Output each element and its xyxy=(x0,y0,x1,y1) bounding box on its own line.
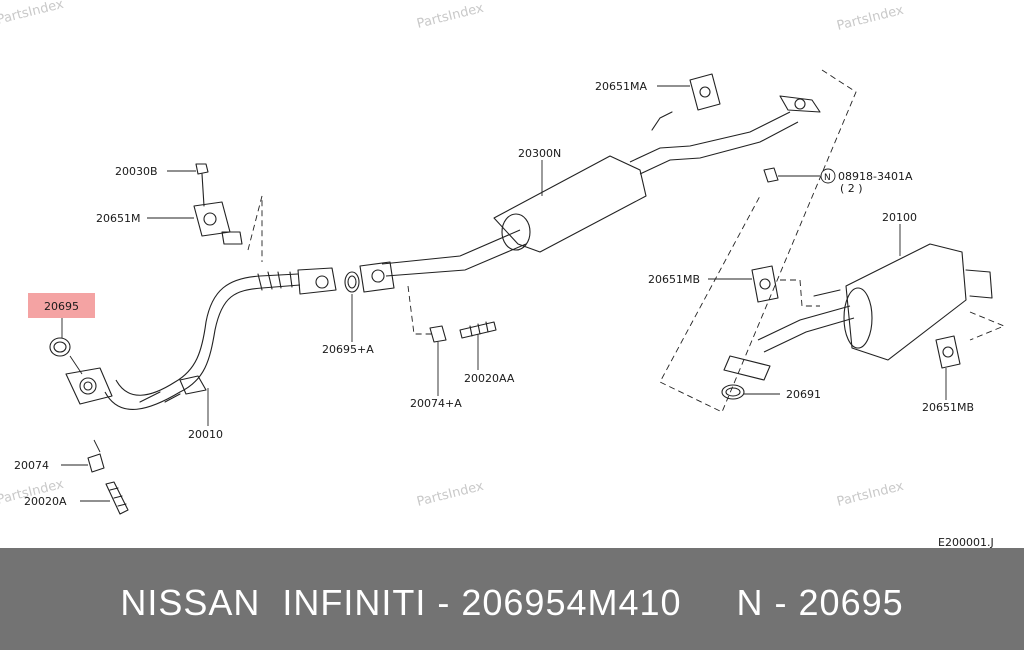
mounting-bracket-20651m[interactable] xyxy=(193,201,243,245)
mounting-20651mb-lower[interactable] xyxy=(935,335,961,369)
label-08918-3401a[interactable]: 08918-3401A xyxy=(838,170,913,183)
sensor-20074[interactable] xyxy=(87,453,105,473)
bolt-20020a[interactable] xyxy=(105,481,129,515)
diagram-code: E200001.J xyxy=(938,536,994,548)
highlight-box xyxy=(28,293,95,318)
gasket-20695-a[interactable] xyxy=(344,271,360,293)
watermark: PartsIndex xyxy=(415,1,485,32)
assembly-line xyxy=(247,195,263,262)
nut-20030b[interactable] xyxy=(195,163,209,207)
part-number-title: NISSAN INFINITI - 206954M410 N - 20695 xyxy=(120,582,904,623)
watermark: PartsIndex xyxy=(0,0,65,28)
gasket-20691[interactable] xyxy=(721,384,745,400)
label-20691[interactable]: 20691 xyxy=(786,388,821,401)
main-muffler-20100[interactable] xyxy=(723,243,993,381)
mounting-20651mb-upper[interactable] xyxy=(751,265,779,303)
label-20695-a[interactable]: 20695+A xyxy=(322,343,374,356)
label-08918-prefix: N xyxy=(824,173,831,183)
mounting-20651ma[interactable] xyxy=(689,73,721,111)
assembly-line xyxy=(780,279,820,307)
bolt-20020aa[interactable] xyxy=(459,321,497,339)
label-20030b[interactable]: 20030B xyxy=(115,165,158,178)
label-08918-qty: ( 2 ) xyxy=(840,182,863,195)
leader-line xyxy=(69,355,83,375)
label-20695[interactable]: 20695 xyxy=(44,300,79,313)
nut-20074-a[interactable] xyxy=(429,325,447,343)
label-20100[interactable]: 20100 xyxy=(882,211,917,224)
label-20010[interactable]: 20010 xyxy=(188,428,223,441)
assembly-line xyxy=(407,285,432,335)
gasket-20695[interactable] xyxy=(49,337,71,357)
exhaust-system-diagram: PartsIndex PartsIndex PartsIndex PartsIn… xyxy=(0,0,1006,548)
label-20651m[interactable]: 20651M xyxy=(96,212,140,225)
watermark: PartsIndex xyxy=(835,3,905,34)
watermark: PartsIndex xyxy=(835,479,905,510)
footer-bar: NISSAN INFINITI - 206954M410 N - 20695 xyxy=(0,548,1024,650)
front-exhaust-tube-20010[interactable] xyxy=(65,267,337,410)
label-20074-a[interactable]: 20074+A xyxy=(410,397,462,410)
label-20020a[interactable]: 20020A xyxy=(24,495,67,508)
label-20651mb-lower[interactable]: 20651MB xyxy=(922,401,974,414)
label-20020aa[interactable]: 20020AA xyxy=(464,372,515,385)
label-20651ma[interactable]: 20651MA xyxy=(595,80,647,93)
label-20300n[interactable]: 20300N xyxy=(518,147,561,160)
assembly-line xyxy=(969,311,1006,341)
nut-08918-3401a[interactable] xyxy=(763,167,779,183)
n-symbol-icon xyxy=(820,168,836,184)
leader-line xyxy=(93,439,101,453)
label-20651mb-upper[interactable]: 20651MB xyxy=(648,273,700,286)
assembly-line xyxy=(659,69,857,413)
label-20074[interactable]: 20074 xyxy=(14,459,49,472)
watermark: PartsIndex xyxy=(415,479,485,510)
center-muffler-20300n[interactable] xyxy=(359,95,821,293)
